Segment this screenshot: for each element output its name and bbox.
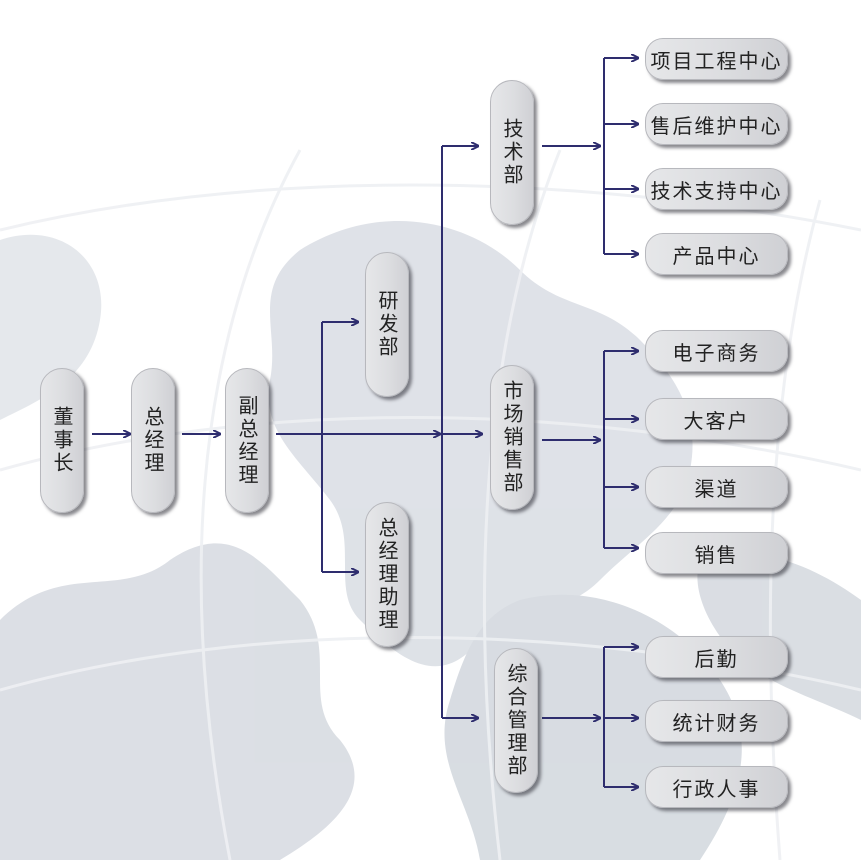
node-tech-child: 项目工程中心	[645, 38, 788, 80]
node-general-manager: 总经理	[131, 368, 175, 513]
node-admin-child: 行政人事	[645, 766, 788, 808]
globe-gridline	[482, 149, 562, 860]
node-deputy-gm: 副总经理	[225, 368, 269, 513]
globe-landmass	[0, 234, 102, 420]
node-rnd: 研发部	[365, 252, 409, 397]
node-gm-assistant: 总经理助理	[365, 502, 409, 647]
node-tech-child: 售后维护中心	[645, 103, 788, 145]
node-marketing-child: 电子商务	[645, 330, 788, 372]
globe-gridline	[199, 149, 302, 860]
node-marketing-child: 渠道	[645, 466, 788, 508]
globe-landmass	[697, 553, 861, 720]
node-marketing-child: 销售	[645, 532, 788, 574]
node-marketing: 市场销售部	[490, 365, 534, 510]
node-tech: 技术部	[490, 80, 534, 225]
globe-gridline	[0, 416, 861, 472]
globe-landmass	[0, 543, 355, 860]
node-chairman: 董事长	[40, 368, 84, 513]
node-admin-child: 后勤	[645, 636, 788, 678]
node-admin-child: 统计财务	[645, 700, 788, 742]
node-admin: 综合管理部	[494, 648, 538, 793]
node-tech-child: 产品中心	[645, 233, 788, 275]
node-marketing-child: 大客户	[645, 398, 788, 440]
node-tech-child: 技术支持中心	[645, 168, 788, 210]
